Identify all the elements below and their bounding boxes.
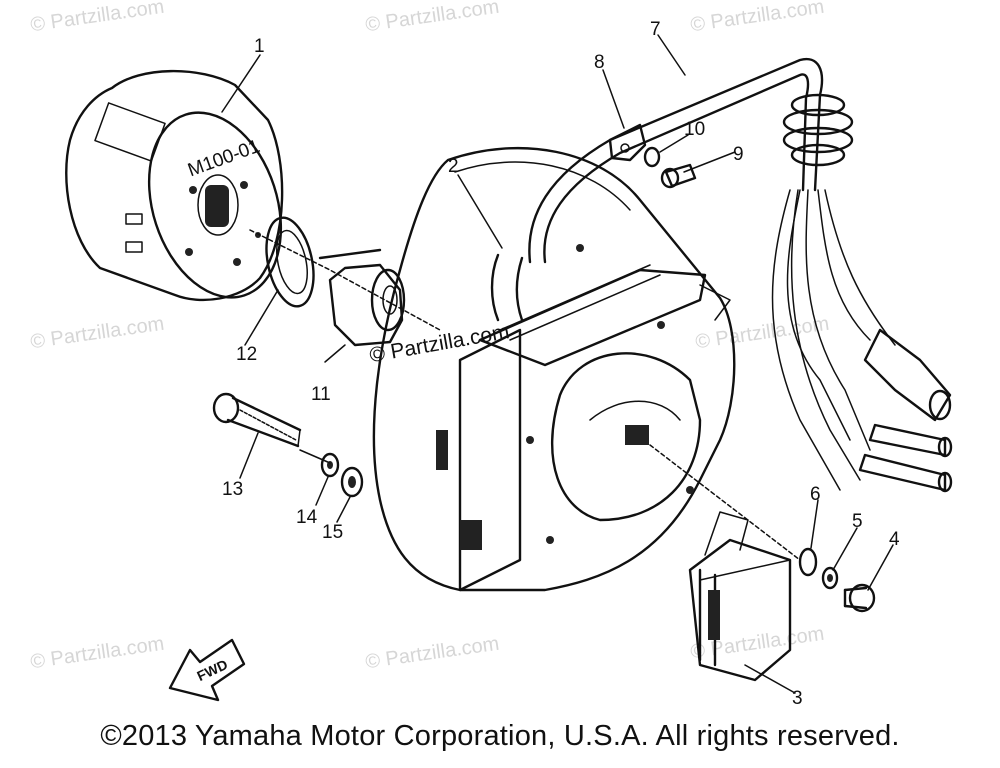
part-screw-9[interactable] [660,163,697,189]
part-pulser-coil-3[interactable] [688,511,792,682]
part-screw-13[interactable] [212,392,302,448]
part-wire-harness-7[interactable] [528,57,953,493]
part-washer-6[interactable] [798,547,818,577]
callout-5: 5 [852,511,863,532]
callout-14: 14 [296,507,318,528]
part-nut-11[interactable] [328,263,406,347]
copyright-notice: ©2013 Yamaha Motor Corporation, U.S.A. A… [100,720,900,752]
flywheel-marking: M100-01 [185,136,263,181]
callout-10: 10 [684,119,705,140]
callout-4: 4 [889,529,900,550]
callout-8: 8 [594,52,605,73]
callout-6: 6 [810,484,821,505]
callout-7: 7 [650,19,661,40]
center-watermark: © Partzilla.com [368,320,511,367]
part-washer-14[interactable] [320,452,340,478]
part-washer-15[interactable] [340,466,364,498]
part-washer-12[interactable] [259,213,321,310]
callout-11: 11 [311,384,331,405]
part-washer-10[interactable] [643,146,661,168]
fwd-arrow: FWD [168,638,246,702]
part-screw-4[interactable] [843,583,876,613]
callout-2: 2 [448,156,459,177]
callout-3: 3 [792,688,803,709]
part-flywheel[interactable]: M100-01 [65,69,303,314]
part-washer-5[interactable] [821,566,839,590]
callout-12: 12 [236,344,257,365]
part-clamp-8[interactable] [608,123,647,162]
callout-9: 9 [733,144,744,165]
leader-lines [221,34,894,694]
callout-13: 13 [222,479,243,500]
callout-15: 15 [322,522,343,543]
part-stator-base-2[interactable] [318,146,736,592]
callout-1: 1 [254,36,265,57]
